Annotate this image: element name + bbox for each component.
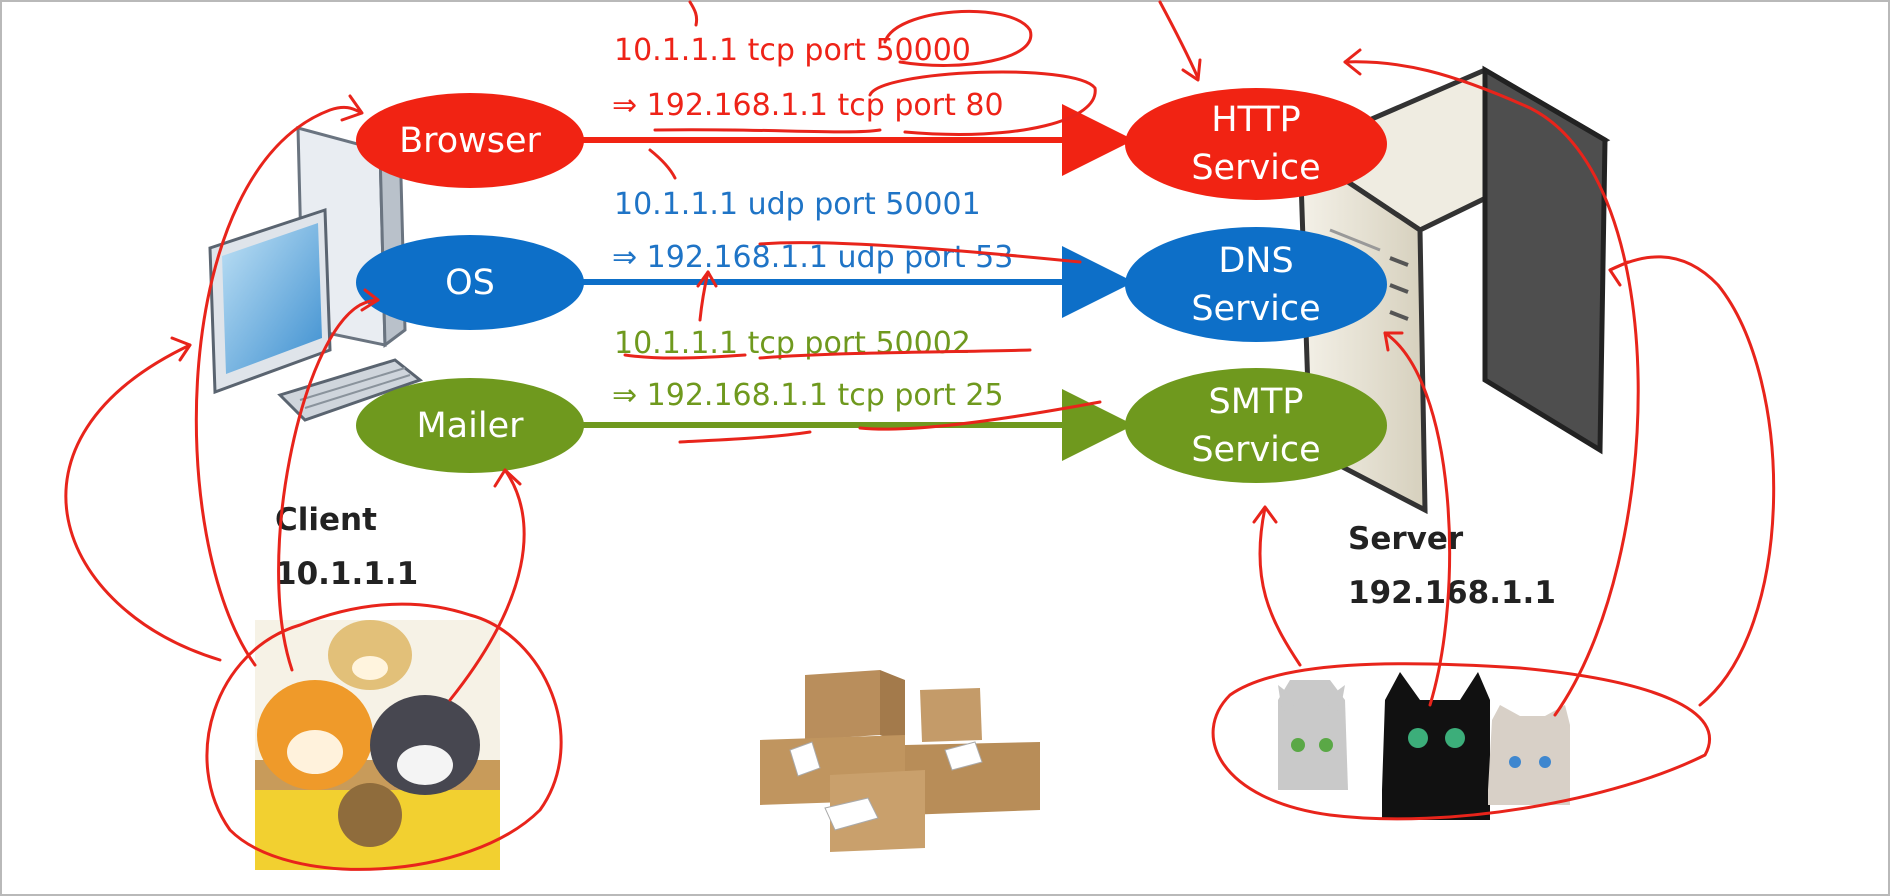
browser-app-ellipse: Browser xyxy=(356,93,584,188)
cat-to-smtp-annotation xyxy=(1258,506,1302,667)
os-app-label: OS xyxy=(445,262,495,303)
dogs-in-box-illustration xyxy=(255,620,500,870)
http-service-label: HTTP Service xyxy=(1191,100,1321,188)
dns-service-label: DNS Service xyxy=(1191,240,1321,329)
client-computer-icon xyxy=(208,126,424,422)
client-name: Client xyxy=(275,502,377,538)
smtp-service-ellipse: SMTP Service xyxy=(1125,368,1387,483)
dns-service-ellipse: DNS Service xyxy=(1125,227,1387,342)
server-host-label: Server 192.168.1.1 xyxy=(1348,512,1556,620)
dns-dst-label: ⇒ 192.168.1.1 udp port 53 xyxy=(612,240,1014,275)
cats-circle-annotation xyxy=(1211,662,1712,821)
server-name: Server xyxy=(1348,521,1464,557)
http-dst-label: ⇒ 192.168.1.1 tcp port 80 xyxy=(612,88,1004,123)
dog-to-mailer-annotation xyxy=(448,468,526,702)
cat-to-server-annotation xyxy=(1608,255,1776,707)
server-ip: 192.168.1.1 xyxy=(1348,575,1556,611)
smtp-dst-label: ⇒ 192.168.1.1 tcp port 25 xyxy=(612,378,1004,413)
mailer-app-label: Mailer xyxy=(416,405,524,446)
parcels-illustration xyxy=(760,670,1040,852)
cat-to-dns-annotation xyxy=(1383,331,1452,707)
dog-to-os-annotation xyxy=(277,298,380,672)
mailer-app-ellipse: Mailer xyxy=(356,378,584,473)
client-host-label: Client 10.1.1.1 xyxy=(275,493,418,601)
cats-illustration xyxy=(1278,672,1570,820)
dog-to-client-annotation xyxy=(64,343,222,662)
dogs-circle-annotation xyxy=(205,602,563,871)
client-ip: 10.1.1.1 xyxy=(275,556,419,592)
dog-to-browser-annotation xyxy=(194,105,362,667)
smtp-service-label: SMTP Service xyxy=(1191,381,1321,470)
dns-src-label: 10.1.1.1 udp port 50001 xyxy=(614,187,981,222)
http-service-ellipse: HTTP Service xyxy=(1125,88,1387,200)
browser-app-label: Browser xyxy=(399,120,541,161)
cat-to-http-annotation xyxy=(1343,60,1640,717)
os-app-ellipse: OS xyxy=(356,235,584,330)
